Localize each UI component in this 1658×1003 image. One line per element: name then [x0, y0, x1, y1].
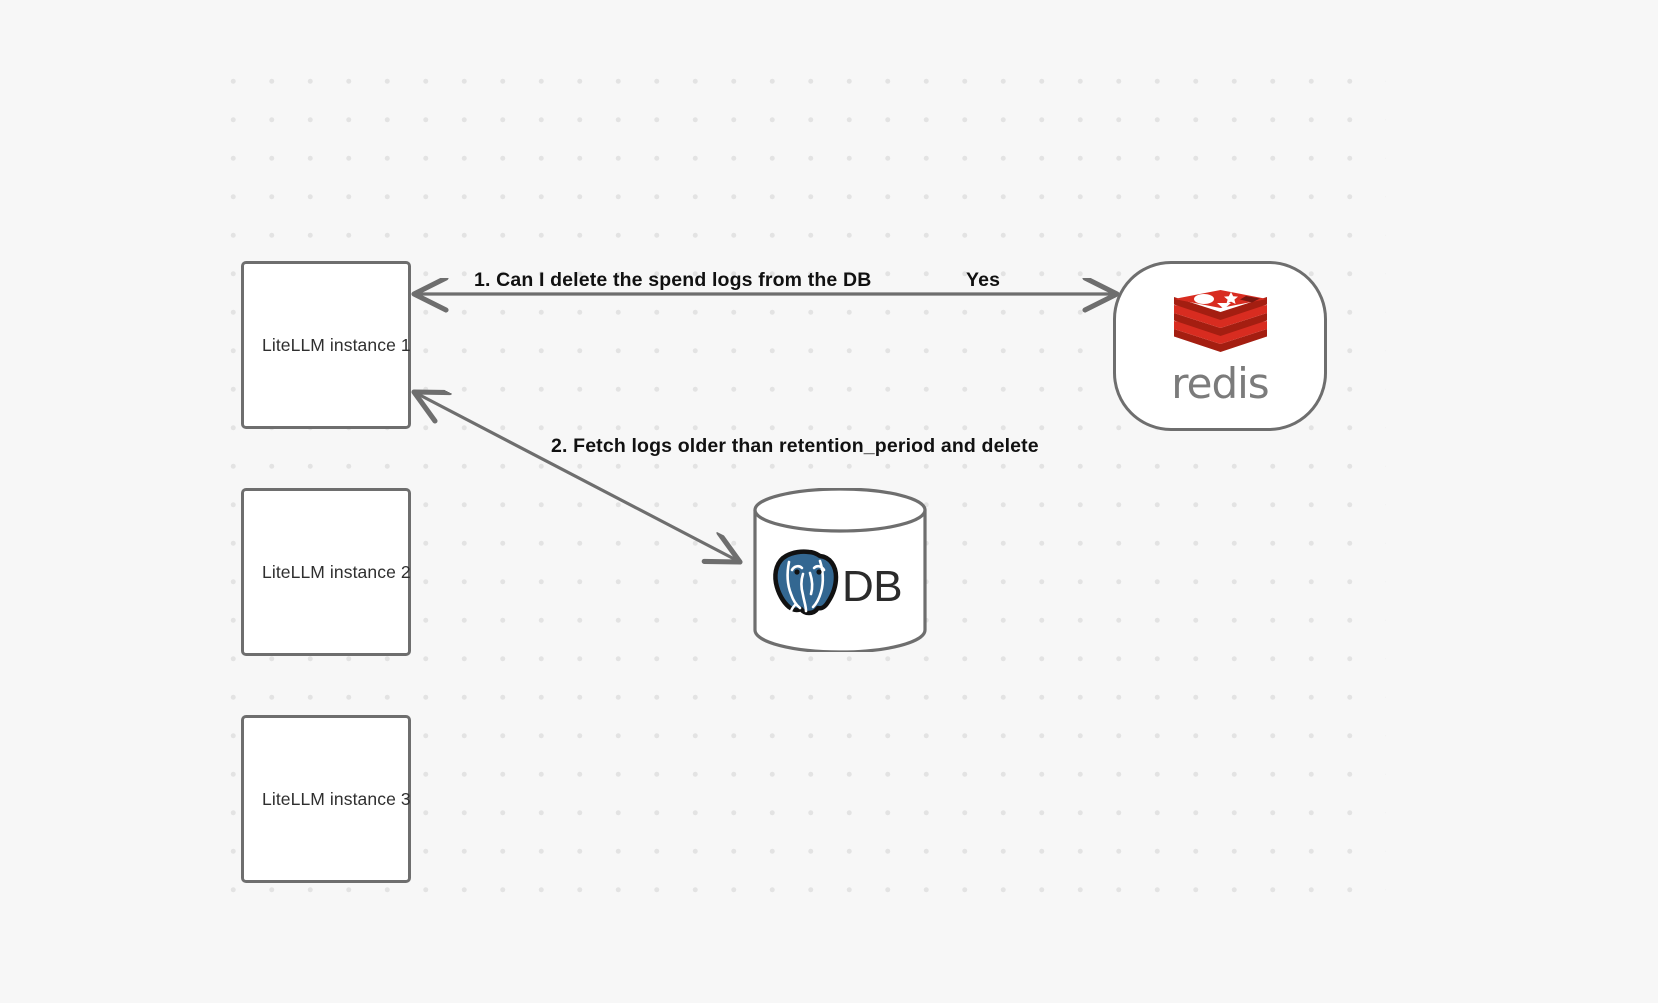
node-label-instance-1: LiteLLM instance 1 [262, 334, 411, 355]
node-litellm-instance-1[interactable]: LiteLLM instance 1 [241, 261, 411, 429]
node-litellm-instance-3[interactable]: LiteLLM instance 3 [241, 715, 411, 883]
edge-instance1-db [414, 392, 740, 562]
redis-logo-icon [1168, 288, 1273, 361]
node-label-instance-3: LiteLLM instance 3 [262, 788, 411, 809]
cylinder-shape [753, 488, 927, 652]
node-redis[interactable]: redis [1113, 261, 1327, 431]
db-content: DB [768, 546, 903, 627]
postgresql-elephant-icon [768, 546, 842, 627]
node-database[interactable]: DB [752, 488, 928, 652]
edge-label-question: 1. Can I delete the spend logs from the … [474, 269, 872, 291]
node-litellm-instance-2[interactable]: LiteLLM instance 2 [241, 488, 411, 656]
redis-wordmark: redis [1171, 358, 1269, 408]
edge-label-answer: Yes [966, 269, 1001, 291]
edge-label-fetch-delete: 2. Fetch logs older than retention_perio… [551, 435, 1039, 457]
node-label-instance-2: LiteLLM instance 2 [262, 561, 411, 582]
db-label: DB [842, 561, 903, 611]
